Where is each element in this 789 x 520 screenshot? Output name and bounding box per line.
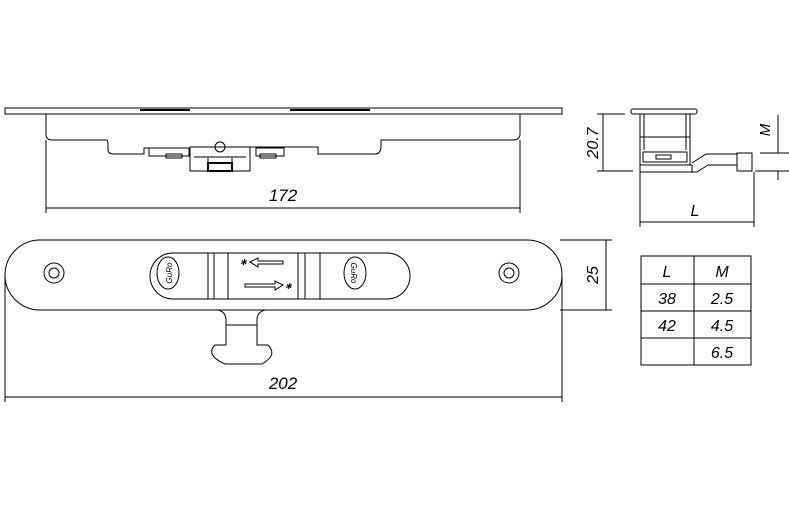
cap (630, 108, 698, 115)
mechanism-block (189, 146, 251, 172)
dimension-25: 25 (585, 266, 602, 285)
arrow-right-icon (244, 280, 285, 291)
arm (691, 152, 753, 173)
logo-right (343, 256, 367, 290)
screw-hole (43, 262, 65, 284)
table-header: L (663, 264, 672, 281)
logo-text: GuRo (349, 263, 358, 284)
dimension-202: 202 (268, 374, 298, 393)
dimension-172: 172 (269, 186, 298, 205)
side-view: 20.7 M L (585, 108, 789, 227)
table-cell: 4.5 (711, 318, 733, 335)
mounting-plate (4, 107, 563, 115)
logo-text: GuRo (165, 262, 174, 283)
table-cell: 6.5 (711, 345, 733, 362)
dimension-20-7: 20.7 (585, 126, 602, 159)
top-view: 172 (4, 107, 563, 213)
star-mark: ✱ (240, 258, 248, 267)
table-header: M (715, 264, 729, 281)
screw-hole (498, 262, 520, 284)
dimension-L: L (691, 203, 700, 220)
body-profile (45, 114, 521, 155)
arrow-left-icon (248, 257, 284, 268)
table-cell: 2.5 (710, 291, 733, 308)
dimension-M: M (757, 123, 774, 136)
star-mark: ✱ (285, 282, 293, 291)
front-view: GuRo GuRo ✱ ✱ 25 202 (4, 239, 612, 402)
logo-left (156, 256, 180, 290)
table-cell: 38 (658, 291, 676, 308)
slot (149, 252, 411, 300)
pin (214, 141, 226, 153)
handle (211, 309, 273, 365)
size-table: L M 38 2.5 42 4.5 6.5 (640, 255, 752, 366)
table-cell: 42 (658, 318, 676, 335)
